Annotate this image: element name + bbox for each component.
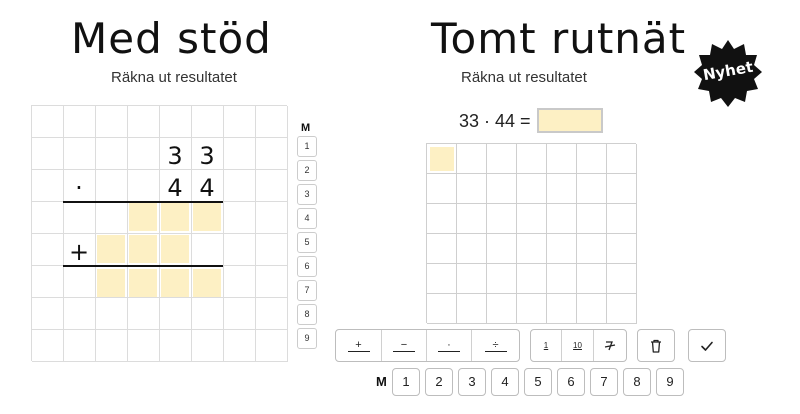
answer-cell[interactable] <box>161 269 189 297</box>
multiplier-digit: 4 <box>167 174 183 202</box>
supported-grid: 3 3 · 4 4 + <box>31 105 288 362</box>
answer-cell[interactable] <box>129 235 157 263</box>
check-button[interactable] <box>688 329 726 362</box>
left-title: Med stöd <box>71 14 272 63</box>
left-subtitle: Räkna ut resultatet <box>111 69 237 86</box>
empty-grid[interactable] <box>426 143 637 324</box>
memory-row-key-7[interactable]: 7 <box>590 368 618 396</box>
answer-cell[interactable] <box>97 269 125 297</box>
memory-key-6[interactable]: 6 <box>297 256 317 277</box>
answer-cell[interactable] <box>193 203 221 231</box>
multiply-button[interactable]: · <box>427 330 472 361</box>
memory-key-9[interactable]: 9 <box>297 328 317 349</box>
product-rule <box>63 201 223 203</box>
memory-row-label: M <box>376 374 387 389</box>
memory-row-key-4[interactable]: 4 <box>491 368 519 396</box>
answer-cell[interactable] <box>129 269 157 297</box>
strike-icon <box>604 340 616 350</box>
memory-key-8[interactable]: 8 <box>297 304 317 325</box>
fraction-one-button[interactable]: 1 <box>531 330 562 361</box>
answer-cell[interactable] <box>97 235 125 263</box>
selected-cell[interactable] <box>430 147 454 171</box>
memory-key-3[interactable]: 3 <box>297 184 317 205</box>
checkmark-icon <box>701 341 713 351</box>
memory-key-4[interactable]: 4 <box>297 208 317 229</box>
answer-cell[interactable] <box>129 203 157 231</box>
answer-cell[interactable] <box>193 269 221 297</box>
memory-row-key-6[interactable]: 6 <box>557 368 585 396</box>
memory-row-key-2[interactable]: 2 <box>425 368 453 396</box>
memory-row-key-1[interactable]: 1 <box>392 368 420 396</box>
operator-toolbar: + − · ÷ <box>335 329 520 362</box>
answer-cell[interactable] <box>161 235 189 263</box>
new-badge-icon <box>694 40 762 107</box>
right-title: Tomt rutnät <box>431 14 687 63</box>
memory-key-5[interactable]: 5 <box>297 232 317 253</box>
memory-label: M <box>301 122 311 134</box>
memory-row-key-9[interactable]: 9 <box>656 368 684 396</box>
divide-button[interactable]: ÷ <box>472 330 519 361</box>
memory-key-2[interactable]: 2 <box>297 160 317 181</box>
memory-row-key-8[interactable]: 8 <box>623 368 651 396</box>
answer-cell[interactable] <box>161 203 189 231</box>
memory-row-key-3[interactable]: 3 <box>458 368 486 396</box>
multiplicand-digit: 3 <box>199 142 215 170</box>
format-toolbar: 1 10 <box>530 329 627 362</box>
memory-row-key-5[interactable]: 5 <box>524 368 552 396</box>
multiplicand-digit: 3 <box>167 142 183 170</box>
memory-key-7[interactable]: 7 <box>297 280 317 301</box>
plus-sign: + <box>68 238 90 266</box>
answer-input[interactable] <box>537 108 603 133</box>
strike-button[interactable] <box>594 330 626 361</box>
times-sign: · <box>75 174 83 202</box>
expression: 33 · 44 = <box>459 111 531 131</box>
trash-icon <box>651 339 661 353</box>
right-subtitle: Räkna ut resultatet <box>461 69 587 86</box>
fraction-ten-button[interactable]: 10 <box>562 330 594 361</box>
subtract-button[interactable]: − <box>382 330 427 361</box>
add-button[interactable]: + <box>336 330 382 361</box>
memory-key-1[interactable]: 1 <box>297 136 317 157</box>
delete-button[interactable] <box>637 329 675 362</box>
sum-rule <box>63 265 223 267</box>
multiplier-digit: 4 <box>199 174 215 202</box>
